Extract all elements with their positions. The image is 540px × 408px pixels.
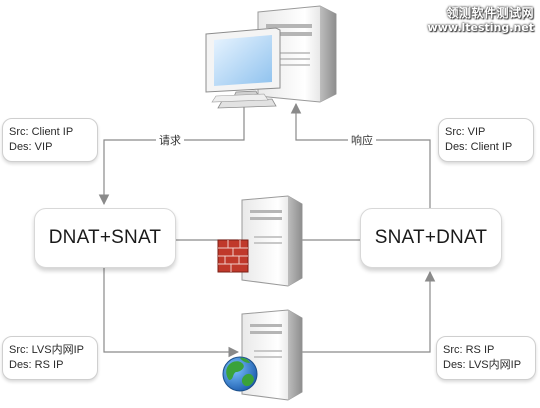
- note-des: Des: RS IP: [9, 359, 64, 371]
- server-with-firewall-icon: [217, 195, 303, 287]
- note-des: Des: VIP: [9, 141, 53, 153]
- note-src: Src: Client IP: [9, 126, 74, 138]
- note-src: Src: RS IP: [443, 344, 495, 356]
- note-lvs-to-rs: Src: LVS内网IP Des: RS IP: [2, 336, 98, 380]
- watermark-url: www.ltesting.net: [427, 21, 534, 34]
- outbound-nat-label: SNAT+DNAT: [374, 227, 488, 248]
- desktop-computer-icon: [205, 5, 337, 109]
- watermark-title: 领测软件测试网: [446, 6, 534, 20]
- note-des: Des: LVS内网IP: [443, 359, 522, 371]
- note-src: Src: VIP: [445, 126, 486, 138]
- note-vip-to-client: Src: VIP Des: Client IP: [438, 118, 534, 162]
- response-label: 响应: [348, 132, 376, 148]
- globe-icon: [222, 356, 258, 392]
- rs-to-right-connector: [300, 270, 436, 353]
- note-des: Des: Client IP: [445, 141, 513, 153]
- lvs-to-rs-connector: [103, 268, 240, 358]
- lvs-inbound-nat-box: DNAT+SNAT: [34, 208, 176, 268]
- response-connector: [290, 102, 431, 208]
- note-rs-to-lvs: Src: RS IP Des: LVS内网IP: [436, 336, 536, 380]
- note-client-to-vip: Src: Client IP Des: VIP: [2, 118, 98, 162]
- site-watermark: 领测软件测试网 www.ltesting.net: [428, 4, 534, 34]
- request-connector: [98, 104, 245, 206]
- lvs-outbound-nat-box: SNAT+DNAT: [360, 208, 502, 268]
- note-src: Src: LVS内网IP: [9, 344, 84, 356]
- server-with-globe-icon: [222, 309, 303, 401]
- inbound-nat-label: DNAT+SNAT: [48, 227, 162, 248]
- firewall-icon: [217, 239, 249, 273]
- request-label: 请求: [156, 132, 184, 148]
